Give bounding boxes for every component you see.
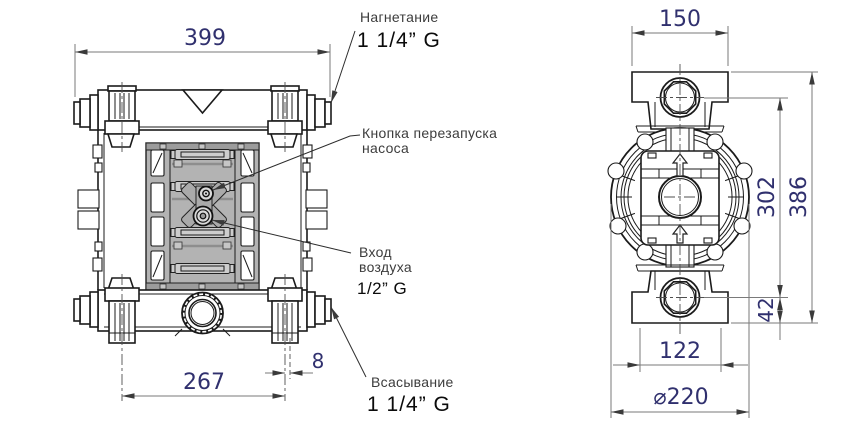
- clamp-bolts: [607, 133, 753, 261]
- dim-flange-width: 150: [631, 7, 729, 66]
- dim-foot-offset-text: 42: [754, 297, 778, 322]
- front-view: 399 267 8 Нагнетание 1 1/4” G Кнопка пер…: [73, 9, 497, 416]
- dim-offset-8: 8: [265, 349, 325, 376]
- restart-label-line1: Кнопка перезапуска: [362, 125, 497, 141]
- discharge-port: [306, 94, 332, 131]
- air-motor-panel: [145, 142, 260, 291]
- air-inlet-callout: Вход воздуха 1/2” G: [211, 219, 412, 298]
- dim-body-diameter: ⌀220: [610, 204, 750, 418]
- discharge-label: Нагнетание: [360, 9, 438, 25]
- discharge-callout: Нагнетание 1 1/4” G: [330, 9, 441, 104]
- dim-width-bottom: 267: [122, 370, 285, 399]
- dim-width-top-text: 399: [184, 26, 226, 51]
- dim-foot-width-text: 122: [659, 339, 701, 364]
- dim-width-top: 399: [74, 26, 331, 97]
- side-view: 150 302 386 42: [607, 7, 818, 418]
- restart-label-line2: насоса: [362, 140, 409, 156]
- dim-flange-width-text: 150: [659, 7, 701, 32]
- dim-total-height-text: 386: [787, 176, 812, 218]
- suction-port: [306, 291, 332, 328]
- side-pump-body: [607, 64, 753, 334]
- dim-width-bottom-text: 267: [183, 370, 225, 395]
- air-inlet-size: 1/2” G: [357, 279, 407, 298]
- restart-button: [198, 185, 214, 202]
- dim-port-spacing: 302: [704, 97, 788, 298]
- air-inlet-knob: [192, 205, 214, 227]
- dim-total-height: 386: [731, 71, 818, 324]
- suction-label: Всасывание: [371, 374, 454, 390]
- bottom-center-port: [174, 291, 231, 337]
- dim-foot-width: 122: [613, 328, 748, 372]
- dim-body-diameter-text: ⌀220: [653, 385, 708, 410]
- suction-callout: Всасывание 1 1/4” G: [330, 306, 454, 416]
- top-notch: [181, 89, 224, 115]
- suction-size: 1 1/4” G: [367, 393, 451, 416]
- discharge-size: 1 1/4” G: [357, 29, 441, 52]
- dim-offset-8-text: 8: [312, 349, 325, 373]
- air-inlet-label-line1: Вход: [359, 244, 392, 260]
- dim-foot-offset: 42: [754, 297, 783, 340]
- restart-button-callout: Кнопка перезапуска насоса: [212, 125, 497, 191]
- front-pump-body: [73, 82, 332, 401]
- dim-port-spacing-text: 302: [755, 176, 780, 218]
- air-inlet-label-line2: воздуха: [359, 259, 412, 275]
